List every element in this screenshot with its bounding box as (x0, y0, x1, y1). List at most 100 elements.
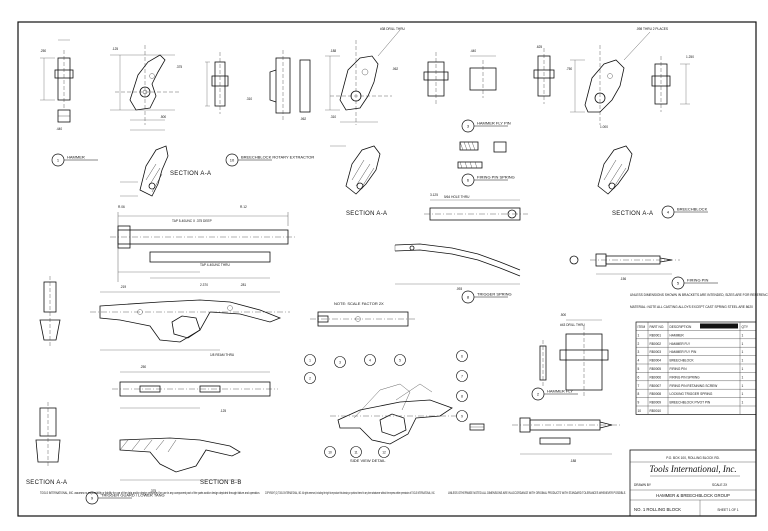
callout-trigger-guard-label: TRIGGER GUARD / LOWER TANG (101, 493, 165, 498)
dimension-labels: .250.125.375.500.188.062.310.440.625.750… (40, 45, 694, 493)
dimension-label: .156 (620, 277, 626, 281)
trigger-guard-view (90, 291, 290, 351)
hole-note-2: .098 THRU 2 PLACES (636, 27, 668, 31)
dimension-label: .440 (56, 127, 62, 131)
material-note: MATERIAL: NOTE ALL CASTING ALLOYS EXCEPT… (630, 305, 753, 309)
dimension-label: .188 (570, 459, 576, 463)
item-balloon-number: 7 (461, 374, 463, 378)
dimension-label: .310 (330, 115, 336, 119)
scale-label: SCALE 2X (712, 483, 728, 487)
bom-cell: 3 (638, 350, 640, 354)
bom-cell: FIRING PIN SPRING (670, 375, 701, 379)
scale-note: NOTE: SCALE FACTOR 2X (334, 301, 384, 306)
company-address: P.O. BOX 100, ROLLING BLOCK RD. (666, 456, 720, 460)
callout-firing-pin-label: FIRING PIN (687, 278, 708, 283)
item-balloon-number: 4 (369, 358, 371, 362)
section-label-3: SECTION A-A (612, 211, 653, 217)
bom-cell: 9 (638, 401, 640, 405)
rod-part-left (110, 212, 296, 282)
bom-cell: 1 (742, 401, 744, 405)
callout-trigger-spring-label: TRIGGER SPRING (477, 292, 512, 297)
dimension-label: .375 (150, 489, 156, 493)
item-balloon (456, 390, 468, 402)
redacted-header-bar (700, 323, 738, 329)
general-note: UNLESS DIMENSIONS SHOWN IN BRACKETS ARE … (630, 293, 768, 297)
spring-details (457, 141, 507, 169)
rod-part-middle (424, 199, 528, 221)
bom-header-cell: PART NO. (650, 325, 665, 329)
callout-trigger-spring-number: 8 (467, 295, 470, 300)
breechblock-long-part (310, 311, 416, 327)
bom-cell: 10 (638, 409, 642, 413)
bom-cell: 7 (638, 384, 640, 388)
section-label-4: SECTION A-A (26, 480, 67, 486)
bom-cell: 1 (742, 359, 744, 363)
bom-cell: 8 (638, 392, 640, 396)
item-balloon-number: 12 (382, 450, 386, 454)
section-label-5: SECTION B-B (200, 480, 242, 486)
callout-breechblock-number: 4 (667, 210, 670, 215)
dimension-label: .310 (246, 97, 252, 101)
dimension-label: R.06 (118, 205, 125, 209)
dimension-label: .375 (176, 65, 182, 69)
breechblock-section-view (330, 145, 381, 195)
hole-note-1: #38 DRILL THRU (380, 27, 405, 31)
section-labels: SECTION A-A SECTION A-A SECTION A-A SECTION… (26, 171, 653, 486)
dimension-label: 3.125 (430, 193, 438, 197)
item-balloon-number: 9 (461, 414, 463, 418)
copyright-note: COPYRIGHT (C) TOOLS INTERNATIONAL, INC. … (265, 491, 435, 495)
dimension-label: .093 (456, 287, 462, 291)
item-balloon-number: 2 (309, 376, 311, 380)
dimension-label: .281 (240, 283, 246, 287)
item-balloon (456, 410, 468, 422)
small-part-top-5 (533, 48, 555, 104)
bom-cell: 2 (638, 342, 640, 346)
dimension-label: .062 (300, 117, 306, 121)
item-balloon (350, 446, 362, 458)
bom-cell: RB0004 (650, 359, 662, 363)
left-small-parts (35, 276, 61, 468)
item-balloon-number: 11 (354, 450, 358, 454)
extractor-section-view (597, 145, 633, 195)
dimension-label: .125 (220, 409, 226, 413)
drawing-title: HAMMER & BREECHBLOCK GROUP (656, 493, 730, 498)
section-label-1: SECTION A-A (170, 171, 211, 177)
callout-firing-pin-spring-label: FIRING PIN SPRING (477, 175, 515, 180)
callout-extractor-number: 10 (230, 158, 235, 163)
bom-cell: HAMMER FLY (670, 342, 692, 346)
trigger-guard-section (119, 437, 241, 481)
bom-cell: 1 (742, 375, 744, 379)
breechblock-view-top (269, 50, 311, 120)
dimension-label: .062 (392, 67, 398, 71)
sheet-number: SHEET 1 OF 1 (717, 508, 738, 512)
dimension-label: .188 (330, 49, 336, 53)
dimension-label: .440 (470, 49, 476, 53)
item-balloon-number: 3 (339, 360, 341, 364)
hammer-fly-lower (539, 319, 609, 396)
bom-cell: HAMMER (670, 333, 685, 337)
dimension-label: .219 (120, 285, 126, 289)
item-balloon-number: 8 (461, 394, 463, 398)
hole-note-5: TAP 4-40UNC THRU (200, 263, 230, 267)
item-balloon (304, 372, 316, 384)
hammer-end-view (205, 52, 229, 114)
hammer-view-top (110, 45, 180, 131)
item-balloon (334, 356, 346, 368)
bom-cell: 1 (742, 333, 744, 337)
item-balloon-number: 10 (328, 450, 332, 454)
part-view-top-1 (40, 39, 74, 123)
bom-cell: RB0005 (650, 367, 662, 371)
notes: UNLESS DIMENSIONS SHOWN IN BRACKETS ARE … (40, 293, 768, 495)
bom-cell: BREECHBLOCK (670, 359, 695, 363)
trigger-spring-part (394, 243, 521, 285)
bom-cell: RB0008 (650, 392, 662, 396)
tolerance-note: UNLESS OTHERWISE NOTED ALL DIMENSIONS AR… (448, 491, 626, 495)
section-label-2: SECTION A-A (346, 211, 387, 217)
callout-hammer-label: HAMMER (67, 155, 85, 160)
callout-extractor-label: BREECHBLOCK ROTARY EXTRACTOR (241, 155, 314, 160)
dimension-label: .125 (112, 47, 118, 51)
dimension-label: .500 (560, 313, 566, 317)
disclaimer-left: TOOLS INTERNATIONAL, INC. assumes no res… (40, 491, 260, 495)
